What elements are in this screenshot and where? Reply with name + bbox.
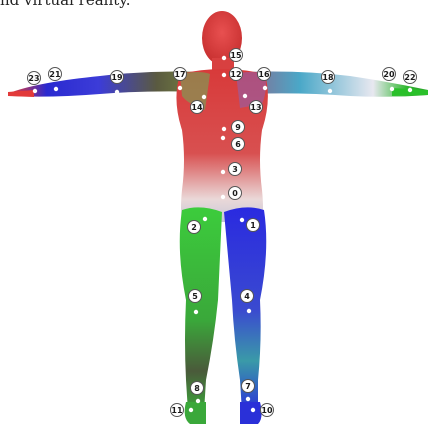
joint-22-label: 22	[404, 73, 415, 82]
joint-9-label: 9	[235, 123, 241, 132]
right-hand-shape	[8, 90, 34, 97]
joint-15-label: 15	[230, 51, 242, 60]
joint-19-label: 19	[111, 73, 123, 82]
joint-6-marker: 6	[232, 138, 245, 151]
joint-19-marker: 19	[111, 71, 124, 84]
joint-4-point	[247, 309, 251, 313]
joint-20-point	[390, 87, 394, 91]
right-foot-shape	[185, 402, 206, 424]
joint-12-marker: 12	[230, 68, 243, 81]
joint-4-label: 4	[244, 292, 250, 301]
joint-14-marker: 14	[191, 101, 204, 114]
joint-7-point	[246, 397, 250, 401]
joint-23-label: 23	[28, 74, 39, 83]
joint-13-marker: 13	[250, 101, 263, 114]
joint-11-label: 11	[171, 406, 183, 415]
joint-21-label: 21	[49, 70, 61, 79]
joint-3-marker: 3	[229, 163, 242, 176]
joint-6-point	[221, 136, 225, 140]
joint-0-point	[221, 195, 225, 199]
joint-1-point	[240, 218, 244, 222]
joint-22-marker: 22	[404, 71, 417, 84]
joint-10-label: 10	[261, 406, 273, 415]
joint-5-point	[194, 310, 198, 314]
joint-7-marker: 7	[242, 380, 255, 393]
joint-16-point	[263, 86, 267, 90]
joint-3-label: 3	[232, 165, 238, 174]
joint-1-label: 1	[250, 221, 256, 230]
joint-16-marker: 16	[258, 68, 271, 81]
joint-21-marker: 21	[49, 68, 62, 81]
joint-5-marker: 5	[189, 290, 202, 303]
joint-5-label: 5	[192, 292, 198, 301]
joint-7-label: 7	[245, 382, 251, 391]
joint-21-point	[54, 87, 58, 91]
joint-9-point	[222, 127, 226, 131]
joint-8-marker: 8	[191, 382, 204, 395]
joint-18-label: 18	[322, 73, 334, 82]
joint-8-label: 8	[194, 384, 200, 393]
joint-14-label: 14	[191, 103, 203, 112]
joint-2-point	[203, 217, 207, 221]
joint-18-point	[328, 89, 332, 93]
joint-12-point	[222, 73, 226, 77]
joint-11-point	[189, 408, 193, 412]
joint-8-point	[196, 399, 200, 403]
joint-2-marker: 2	[188, 221, 201, 234]
joint-11-marker: 11	[171, 404, 184, 417]
joint-12-label: 12	[230, 70, 241, 79]
joint-23-point	[33, 89, 37, 93]
joint-10-point	[251, 408, 255, 412]
joint-17-label: 17	[174, 70, 185, 79]
joint-6-label: 6	[235, 140, 241, 149]
joint-15-point	[222, 56, 226, 60]
joint-9-marker: 9	[232, 121, 245, 134]
joint-15-marker: 15	[230, 49, 243, 62]
joint-16-label: 16	[258, 70, 270, 79]
joint-20-marker: 20	[383, 68, 396, 81]
joint-23-marker: 23	[28, 72, 41, 85]
joint-1-marker: 1	[247, 219, 260, 232]
joint-20-label: 20	[383, 70, 395, 79]
joint-10-marker: 10	[261, 404, 274, 417]
joint-19-point	[115, 90, 119, 94]
joint-17-marker: 17	[174, 68, 187, 81]
joint-3-point	[221, 170, 225, 174]
left-foot-shape	[240, 402, 262, 424]
joint-14-point	[202, 95, 206, 99]
joint-13-point	[243, 94, 247, 98]
joint-17-point	[178, 86, 182, 90]
joint-22-point	[408, 88, 412, 92]
joint-13-label: 13	[250, 103, 261, 112]
joint-2-label: 2	[191, 223, 197, 232]
joint-18-marker: 18	[322, 71, 335, 84]
joint-4-marker: 4	[241, 290, 254, 303]
right-leg-shape	[180, 207, 222, 412]
joint-0-label: 0	[232, 189, 238, 198]
joint-0-marker: 0	[229, 187, 242, 200]
